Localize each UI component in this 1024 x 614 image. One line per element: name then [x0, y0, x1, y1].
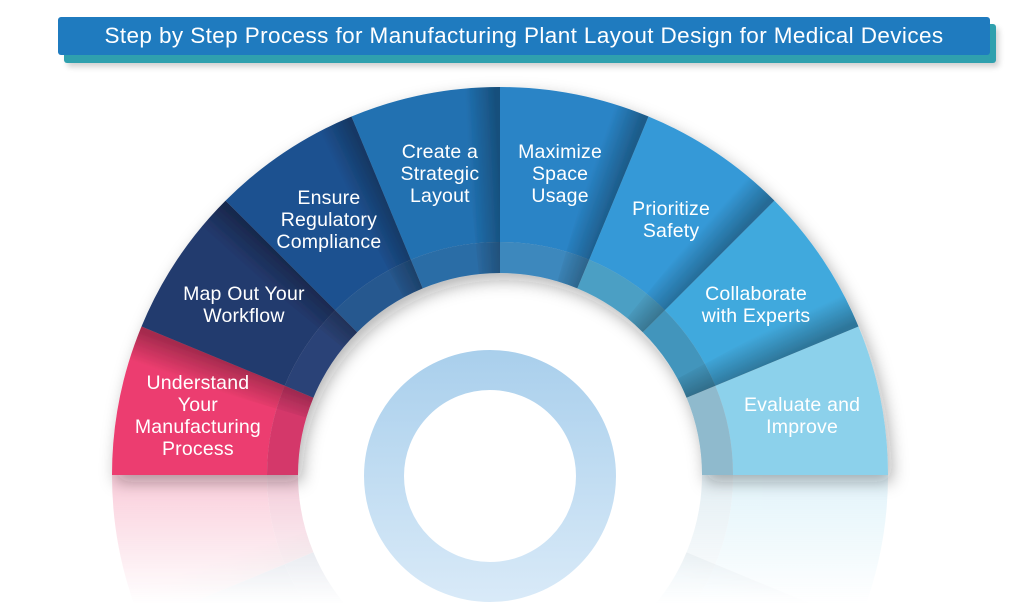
- center-ring: [364, 350, 616, 602]
- page-title: Step by Step Process for Manufacturing P…: [104, 23, 944, 48]
- title-banner: Step by Step Process for Manufacturing P…: [58, 17, 990, 55]
